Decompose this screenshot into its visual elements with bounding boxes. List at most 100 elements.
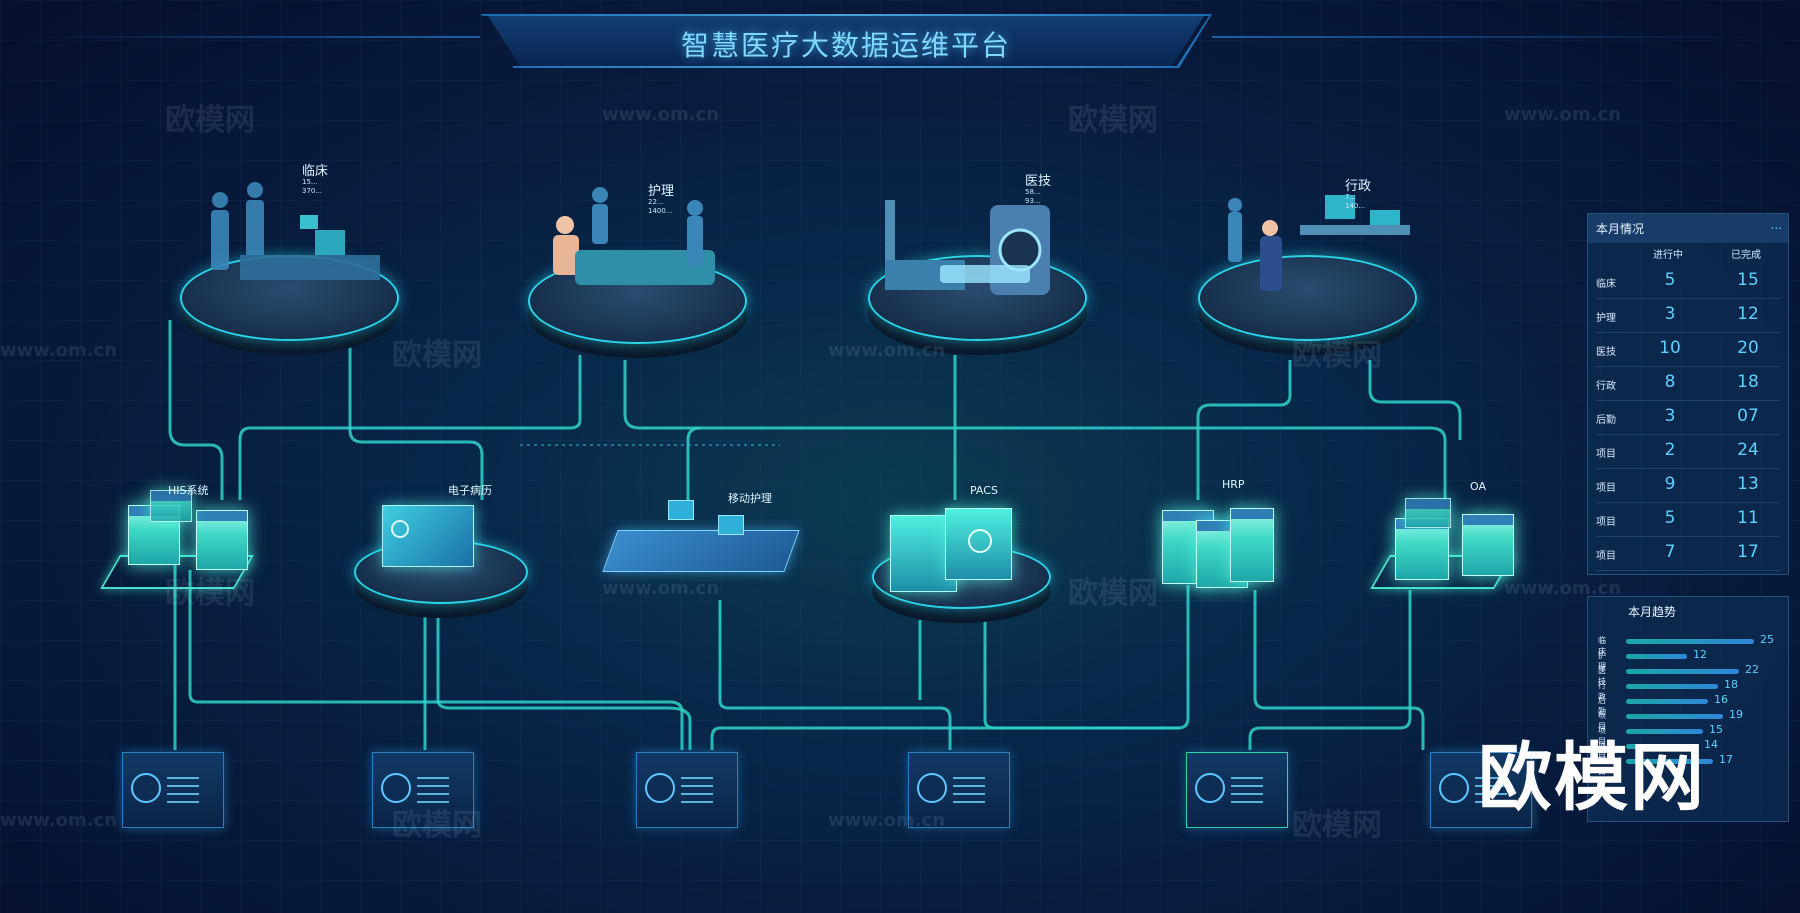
- watermark-text: 欧模网: [165, 103, 255, 138]
- info-line: [1475, 777, 1507, 779]
- watermark-url: www.om.cn: [1504, 578, 1622, 599]
- info-line: [1475, 785, 1507, 787]
- trend-row-label: 护理: [1598, 651, 1606, 671]
- in-progress-value: 7: [1664, 542, 1676, 562]
- user-card-6[interactable]: [1430, 752, 1532, 828]
- watermark-url: www.om.cn: [602, 104, 720, 125]
- system-label-oa: OA: [1470, 480, 1486, 493]
- watermark-text: 欧模网: [1292, 808, 1382, 843]
- done-value: 13: [1737, 474, 1759, 494]
- user-card-2[interactable]: [372, 752, 474, 828]
- system-label-hrp: HRP: [1222, 478, 1245, 491]
- trend-row-label: 项目: [1598, 711, 1606, 731]
- dept-label-medtech: 医技: [1025, 174, 1052, 189]
- trend-bar: [1626, 759, 1713, 764]
- trend-bar: [1626, 744, 1698, 749]
- dept-stat-clinical-2: 370...: [302, 187, 323, 195]
- info-line: [167, 801, 199, 803]
- col-done: 已完成: [1731, 250, 1761, 261]
- watermark-url: www.om.cn: [828, 810, 946, 831]
- info-line: [953, 777, 985, 779]
- done-value: 07: [1737, 406, 1759, 426]
- hrp-server-3[interactable]: [1230, 508, 1274, 582]
- avatar-icon: [1439, 773, 1469, 803]
- info-line: [1231, 801, 1263, 803]
- info-line: [953, 793, 985, 795]
- user-card-4[interactable]: [908, 752, 1010, 828]
- header-bar: [488, 16, 1204, 66]
- in-progress-value: 9: [1664, 474, 1676, 494]
- info-line: [167, 793, 199, 795]
- user-card-1[interactable]: [122, 752, 224, 828]
- status-row-label: 项目: [1596, 517, 1616, 528]
- info-line: [681, 777, 713, 779]
- trend-bar: [1626, 639, 1754, 644]
- watermark-text: 欧模网: [165, 576, 255, 611]
- dept-stat-medtech-1: 58...: [1025, 188, 1041, 196]
- more-icon[interactable]: ...: [1770, 218, 1782, 232]
- trend-row-label: 医技: [1598, 666, 1606, 686]
- status-row-label: 行政: [1596, 381, 1616, 392]
- in-progress-value: 8: [1664, 372, 1676, 392]
- emr-screen[interactable]: [382, 505, 474, 567]
- status-row-label: 医技: [1596, 347, 1616, 358]
- oa-server-2[interactable]: [1462, 514, 1514, 576]
- avatar-icon: [645, 773, 675, 803]
- emr-user-icon: [391, 520, 409, 538]
- done-value: 24: [1737, 440, 1759, 460]
- watermark-logo: 欧模网: [1478, 735, 1706, 821]
- trend-bar: [1626, 669, 1739, 674]
- info-line: [681, 785, 713, 787]
- watermark-text: 欧模网: [1068, 576, 1158, 611]
- in-progress-value: 3: [1664, 304, 1676, 324]
- mobile-card-icon-2: [718, 515, 744, 535]
- watermark-url: www.om.cn: [828, 340, 946, 361]
- trend-row-label: 项目: [1598, 756, 1606, 776]
- user-card-5[interactable]: [1186, 752, 1288, 828]
- done-value: 15: [1737, 270, 1759, 290]
- avatar-icon: [917, 773, 947, 803]
- dept-label-clinical: 临床: [302, 164, 329, 179]
- mobile-tablet[interactable]: [602, 530, 800, 572]
- dept-stat-nursing-2: 1400...: [648, 207, 673, 215]
- in-progress-value: 5: [1664, 508, 1676, 528]
- info-line: [167, 777, 199, 779]
- trend-value: 15: [1709, 723, 1723, 736]
- trend-row-label: 临床: [1598, 636, 1606, 656]
- trend-row-label: 项目: [1598, 741, 1606, 761]
- system-label-his: HIS系统: [168, 484, 209, 497]
- platform-admin[interactable]: [1198, 255, 1417, 341]
- user-card-3[interactable]: [636, 752, 738, 828]
- system-label-emr: 电子病历: [448, 484, 492, 497]
- info-line: [1231, 793, 1263, 795]
- monthly-status-title: 本月情况: [1588, 214, 1788, 243]
- done-value: 11: [1737, 508, 1759, 528]
- watermark-text: 欧模网: [392, 808, 482, 843]
- col-in-progress: 进行中: [1653, 250, 1683, 261]
- avatar-icon: [1195, 773, 1225, 803]
- trend-value: 22: [1745, 663, 1759, 676]
- info-line: [417, 777, 449, 779]
- info-line: [167, 785, 199, 787]
- info-line: [1475, 793, 1507, 795]
- oa-server-3[interactable]: [1405, 498, 1451, 528]
- dept-stat-clinical-1: 15...: [302, 178, 318, 186]
- system-label-mobile: 移动护理: [728, 492, 772, 505]
- his-server-3[interactable]: [150, 490, 192, 522]
- watermark-url: www.om.cn: [602, 578, 720, 599]
- his-server-2[interactable]: [196, 510, 248, 570]
- dept-label-admin: 行政: [1345, 179, 1372, 194]
- done-value: 17: [1737, 542, 1759, 562]
- trend-bar: [1626, 684, 1718, 689]
- nursing-scene-figure: [553, 187, 715, 285]
- info-line: [417, 785, 449, 787]
- avatar-icon: [131, 773, 161, 803]
- pacs-image-2[interactable]: [945, 508, 1012, 580]
